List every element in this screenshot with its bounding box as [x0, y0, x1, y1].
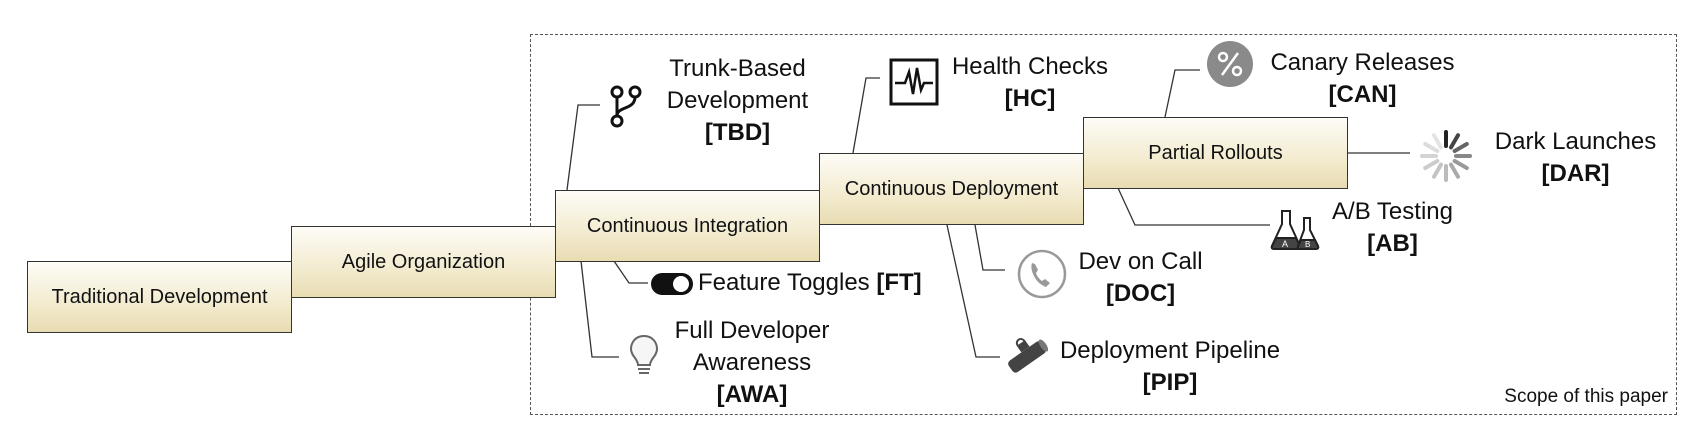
practice-ab-name: A/B Testing	[1332, 198, 1453, 225]
connector-ab	[1117, 187, 1270, 226]
phone-icon	[1017, 249, 1067, 299]
connector-tbd	[566, 104, 600, 191]
practice-dar-code: [DAR]	[1541, 160, 1610, 187]
practice-ft-name: Feature Toggles	[698, 269, 870, 296]
practice-awa: Full Developer Awareness [AWA]	[662, 315, 842, 411]
connector-pip	[946, 224, 1000, 358]
practice-awa-name-line1: Full Developer	[674, 317, 830, 344]
heartbeat-monitor-icon	[889, 58, 939, 106]
practice-pip-name: Deployment Pipeline	[1059, 337, 1281, 364]
practice-awa-code: [AWA]	[716, 381, 788, 408]
practice-can: Canary Releases [CAN]	[1260, 47, 1465, 111]
stage-continuous-integration: Continuous Integration	[555, 190, 820, 262]
practice-ab-code: [AB]	[1367, 230, 1418, 257]
connector-doc	[974, 224, 1005, 271]
stage-partial-rollouts: Partial Rollouts	[1083, 117, 1348, 189]
practice-doc-code: [DOC]	[1105, 280, 1176, 307]
practice-ab: A/B Testing [AB]	[1320, 196, 1465, 260]
practice-pip-code: [PIP]	[1142, 369, 1198, 396]
practice-can-name: Canary Releases	[1270, 49, 1455, 76]
practice-tbd: Trunk-Based Development [TBD]	[650, 53, 825, 149]
scope-box: Scope of this paper	[530, 34, 1677, 415]
connector-can	[1164, 69, 1200, 118]
stage-continuous-deployment: Continuous Deployment	[819, 153, 1084, 225]
connector-awa	[580, 260, 619, 358]
practice-ft-code: [FT]	[876, 269, 922, 296]
practice-ft: Feature Toggles [FT]	[698, 267, 958, 299]
lightbulb-icon	[629, 334, 659, 374]
connector-ft	[613, 260, 648, 284]
scope-label: Scope of this paper	[1504, 386, 1668, 407]
practice-doc: Dev on Call [DOC]	[1068, 246, 1213, 310]
svg-text:B: B	[1305, 240, 1310, 249]
percent-icon	[1207, 41, 1253, 87]
practice-pip: Deployment Pipeline [PIP]	[1050, 335, 1290, 399]
practice-dar-name: Dark Launches	[1494, 128, 1657, 155]
practice-tbd-name-line1: Trunk-Based	[669, 55, 806, 82]
practice-tbd-code: [TBD]	[704, 119, 771, 146]
svg-text:A: A	[1282, 239, 1288, 249]
practice-hc-code: [HC]	[1004, 85, 1056, 112]
stage-traditional-development: Traditional Development	[27, 261, 292, 333]
git-branch-icon	[610, 85, 642, 128]
spinner-icon	[1420, 130, 1472, 182]
practice-tbd-name-line2: Development	[666, 87, 809, 114]
connector-hc	[852, 77, 880, 154]
practice-dar: Dark Launches [DAR]	[1478, 126, 1673, 190]
pipe-icon	[1008, 337, 1049, 373]
flask-icon: A B	[1270, 210, 1320, 250]
practice-hc-name: Health Checks	[951, 53, 1109, 80]
practice-awa-name-line2: Awareness	[692, 349, 812, 376]
practice-can-code: [CAN]	[1328, 81, 1397, 108]
practice-hc: Health Checks [HC]	[940, 51, 1120, 115]
toggle-icon	[651, 273, 693, 295]
stage-agile-organization: Agile Organization	[291, 226, 556, 298]
practice-doc-name: Dev on Call	[1078, 248, 1203, 275]
